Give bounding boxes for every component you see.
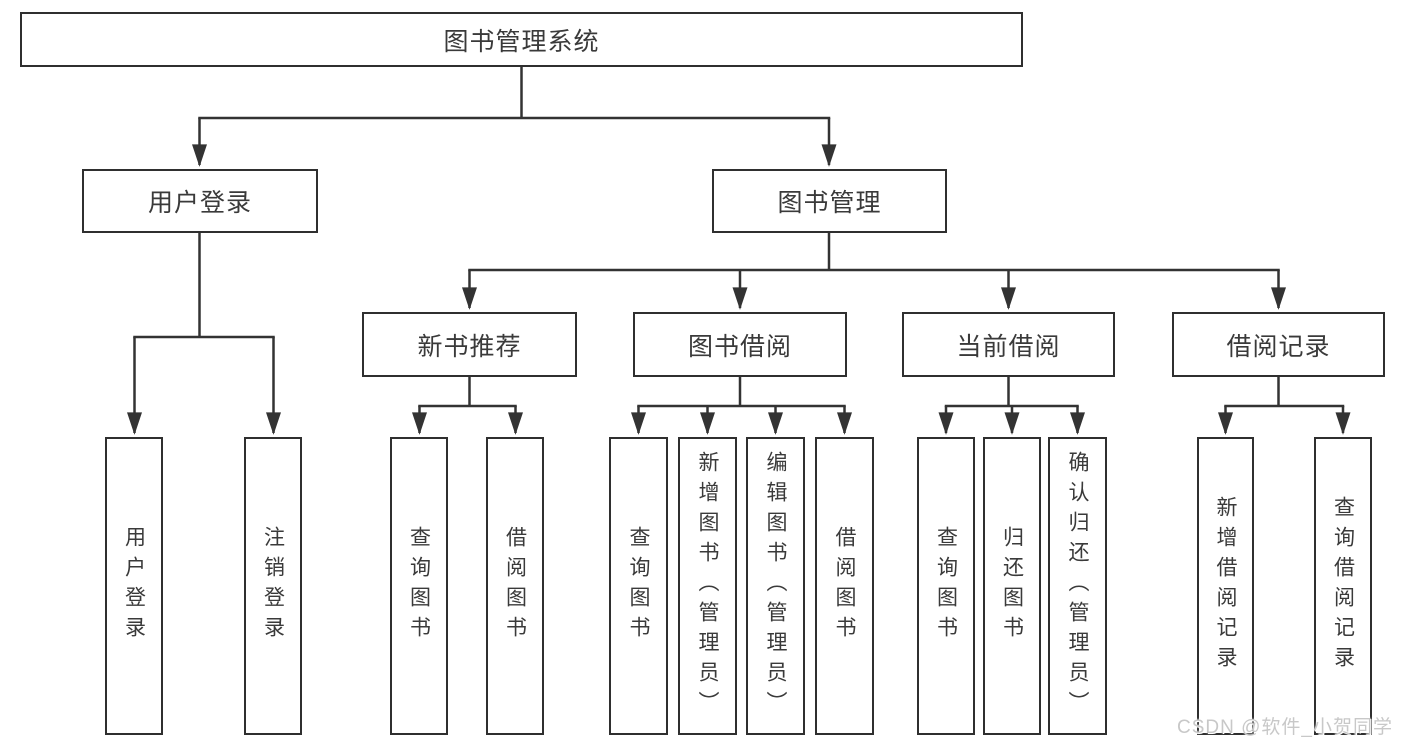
connector-records-bus — [1224, 375, 1345, 408]
node-leaf-recommend-query-books: 查询图书 — [390, 437, 448, 735]
node-leaf-borrowing-borrow-books: 借阅图书 — [815, 437, 874, 735]
connector-user-login-bus — [133, 231, 275, 339]
connector-book-management-bus — [468, 231, 1280, 272]
watermark: CSDN @软件_小贺同学 — [1177, 717, 1393, 738]
node-leaf-user-login: 用户登录 — [105, 437, 163, 735]
node-label: 借阅记录 — [1226, 332, 1331, 361]
node-borrowing-records: 借阅记录 — [1172, 312, 1385, 377]
node-user-login: 用户登录 — [82, 169, 318, 233]
node-leaf-current-query-books: 查询图书 — [917, 437, 975, 735]
node-label: 新增借阅记录 — [1214, 496, 1237, 676]
connector-recommend-bus — [418, 375, 517, 408]
node-leaf-return-books: 归还图书 — [983, 437, 1041, 735]
node-label: 注销登录 — [261, 526, 285, 646]
node-label: 用户登录 — [122, 526, 146, 646]
node-label: 归还图书 — [1000, 526, 1024, 646]
node-label: 确认归还（管理员） — [1066, 451, 1089, 721]
node-label: 查询借阅记录 — [1331, 496, 1355, 676]
node-label: 新书推荐 — [417, 332, 522, 361]
node-label: 查询图书 — [934, 526, 958, 646]
node-label: 图书借阅 — [687, 332, 792, 361]
node-leaf-recommend-borrow-books: 借阅图书 — [486, 437, 544, 735]
node-label: 新增图书（管理员） — [696, 451, 719, 721]
connector-borrowing-bus — [637, 375, 846, 408]
node-leaf-confirm-return-admin: 确认归还（管理员） — [1048, 437, 1107, 735]
node-label: 当前借阅 — [956, 332, 1061, 361]
node-leaf-logout: 注销登录 — [244, 437, 302, 735]
connector-root-bus — [198, 65, 831, 120]
node-leaf-borrowing-query-books: 查询图书 — [609, 437, 668, 735]
node-label: 图书管理系统 — [443, 27, 600, 56]
node-library-management-system: 图书管理系统 — [20, 12, 1023, 67]
node-label: 查询图书 — [407, 526, 431, 646]
node-leaf-query-borrow-record: 查询借阅记录 — [1314, 437, 1372, 735]
node-label: 图书管理 — [777, 189, 882, 217]
node-leaf-add-borrow-record: 新增借阅记录 — [1197, 437, 1254, 735]
node-book-management: 图书管理 — [712, 169, 947, 233]
node-new-book-recommend: 新书推荐 — [362, 312, 577, 377]
node-label: 编辑图书（管理员） — [764, 451, 787, 721]
node-leaf-edit-books-admin: 编辑图书（管理员） — [746, 437, 805, 735]
node-label: 借阅图书 — [833, 526, 856, 646]
node-label: 查询图书 — [627, 526, 650, 646]
node-leaf-add-books-admin: 新增图书（管理员） — [678, 437, 737, 735]
node-label: 用户登录 — [147, 189, 252, 217]
node-book-borrowing: 图书借阅 — [633, 312, 847, 377]
node-current-borrowing: 当前借阅 — [902, 312, 1115, 377]
connector-current-bus — [944, 375, 1079, 408]
node-label: 借阅图书 — [503, 526, 527, 646]
